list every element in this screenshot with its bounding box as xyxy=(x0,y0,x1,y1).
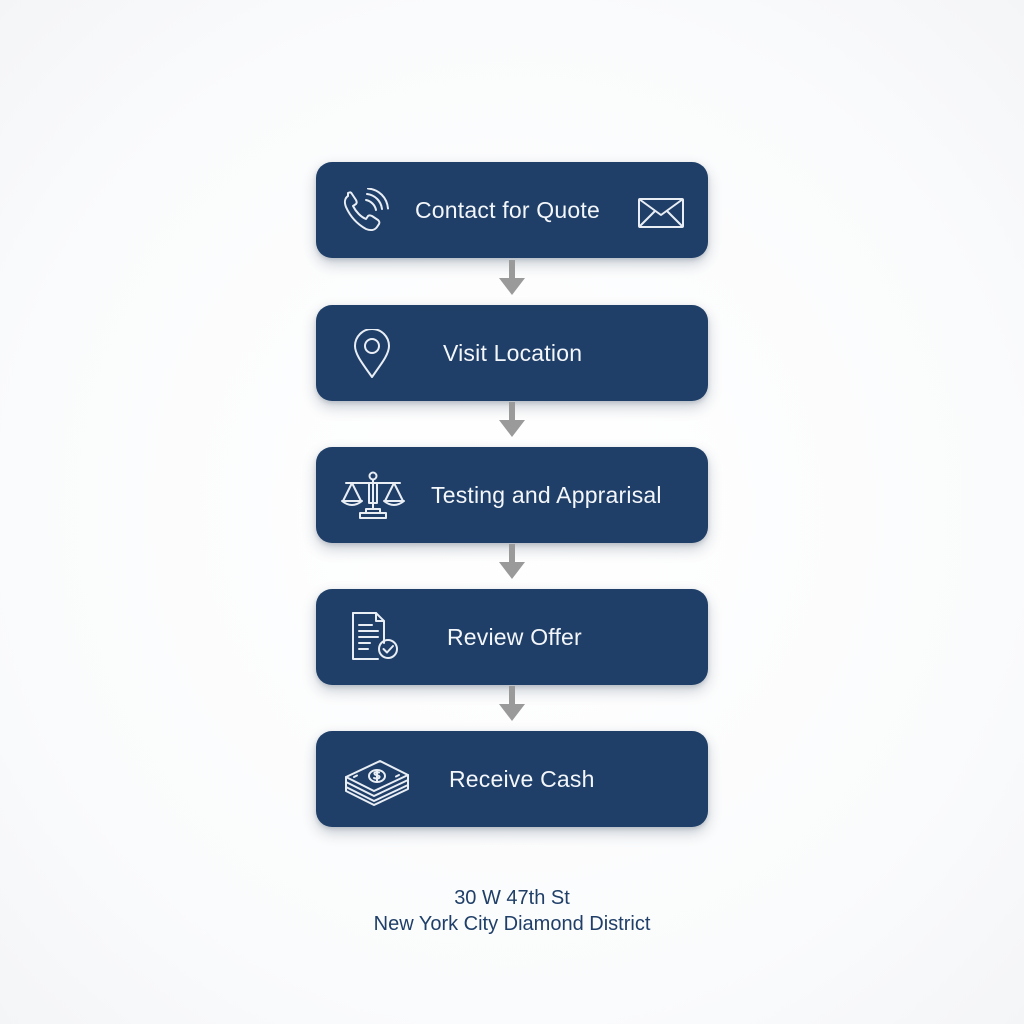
step-review-offer[interactable]: Review Offer xyxy=(316,589,708,685)
address-line-1: 30 W 47th St xyxy=(454,887,570,909)
step-contact-for-quote[interactable]: Contact for Quote xyxy=(316,162,708,258)
step-label: Contact for Quote xyxy=(415,197,600,223)
step-visit-location[interactable]: Visit Location xyxy=(316,305,708,401)
flow-arrow xyxy=(499,402,525,437)
cash-stack-icon xyxy=(342,753,410,807)
scales-icon xyxy=(340,471,406,521)
step-label: Receive Cash xyxy=(449,766,595,792)
document-check-icon xyxy=(350,611,402,663)
phone-icon xyxy=(340,188,390,234)
step-label: Review Offer xyxy=(447,624,582,650)
flow-arrow xyxy=(499,260,525,295)
flow-arrow xyxy=(499,544,525,579)
address-line-2: New York City Diamond District xyxy=(373,913,651,935)
step-testing-and-appraisal[interactable]: Testing and Apprarisal xyxy=(316,447,708,543)
step-label: Visit Location xyxy=(443,340,583,366)
step-receive-cash[interactable]: Receive Cash xyxy=(316,731,708,827)
envelope-icon xyxy=(638,198,684,228)
map-pin-icon xyxy=(352,329,392,379)
step-label: Testing and Apprarisal xyxy=(431,482,662,508)
flow-arrow xyxy=(499,686,525,721)
